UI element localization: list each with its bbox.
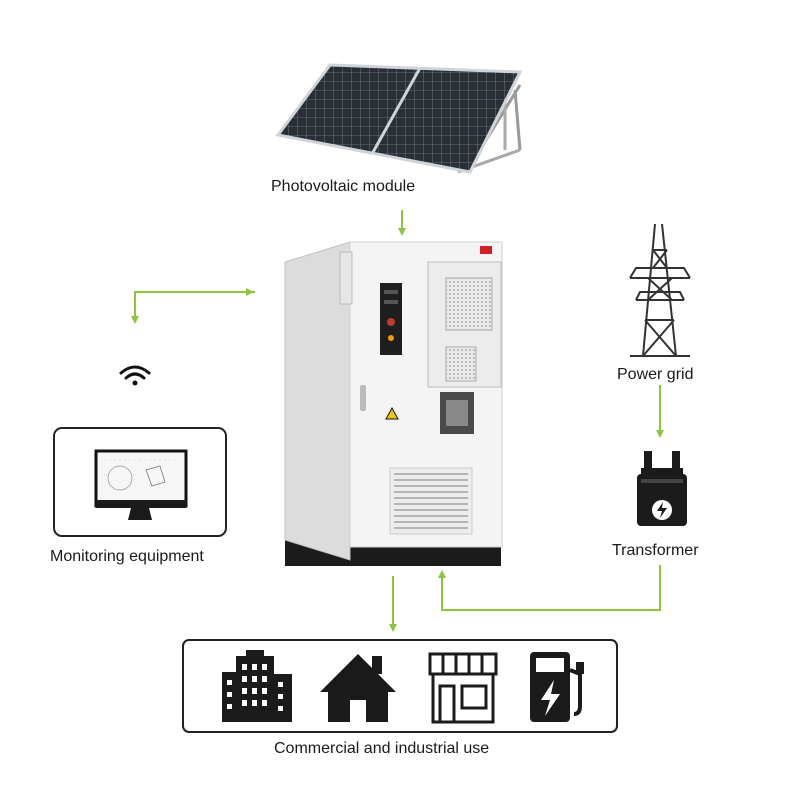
photovoltaic-label: Photovoltaic module [271, 178, 416, 195]
transformer-icon [637, 451, 687, 526]
building-icon [222, 650, 292, 722]
monitor-icon [94, 449, 188, 520]
monitoring-label: Monitoring equipment [50, 548, 204, 565]
commercial-label: Commercial and industrial use [274, 740, 490, 757]
shop-icon [428, 652, 498, 724]
house-icon [320, 654, 396, 722]
cabinet-vents [389, 467, 473, 535]
arrow-transformer-to-cabinet [438, 565, 661, 611]
monitoring-box [53, 427, 227, 537]
solar-panel-icon [275, 63, 523, 174]
ev-charger-icon [530, 652, 584, 722]
commercial-box [182, 639, 618, 733]
transformer-label: Transformer [612, 542, 699, 559]
energy-storage-cabinet [284, 241, 503, 566]
warning-icon [385, 406, 399, 420]
flow-arrows [131, 210, 664, 632]
pylon-icon [629, 223, 691, 357]
power-grid-label: Power grid [617, 366, 694, 383]
wifi-icon [119, 365, 151, 386]
arrow-cabinet-to-monitor [131, 291, 255, 324]
